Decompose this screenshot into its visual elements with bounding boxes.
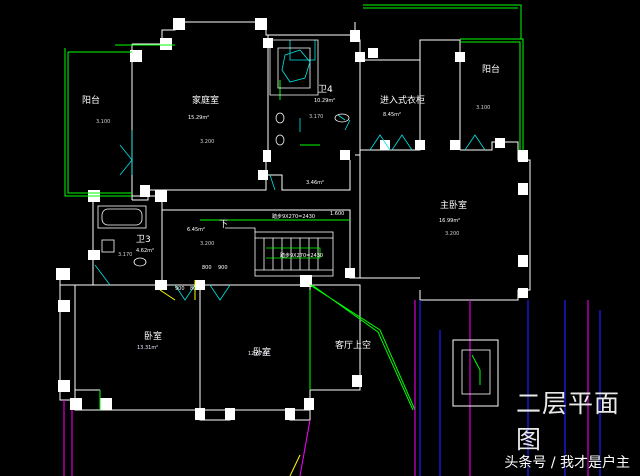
dimension-door-a: 900 — [175, 286, 185, 292]
drawing-title: 二层平面图 — [516, 389, 621, 454]
room-label-master-bedroom: 主卧室 — [440, 201, 468, 211]
stair — [254, 231, 334, 277]
room-label-down: 下 — [219, 220, 229, 230]
dimension-door-d: 900 — [218, 265, 228, 271]
elevation-master-bedroom: 3.200 — [445, 231, 460, 237]
dimension-stair-upper: 踏步9X270=2430 — [272, 214, 316, 220]
bathroom-fixtures — [97, 39, 350, 267]
elevation-landing: 3.200 — [200, 241, 215, 247]
watermark-text: 头条号 / 我才是户主 — [504, 455, 630, 471]
area-tag-wc3: 4.62m² — [136, 248, 155, 254]
room-label-living-void: 客厅上空 — [335, 341, 372, 351]
area-tag-wc4: 10.29m² — [314, 98, 336, 104]
room-label-wc3: 卫3 — [136, 235, 151, 245]
cyan-fixtures — [94, 40, 486, 301]
area-tag-family-room: 15.29m² — [188, 115, 210, 121]
area-tag-landing: 6.45m² — [187, 227, 206, 233]
yellow-lines — [159, 280, 301, 476]
room-label-bedroom-left: 卧室 — [144, 332, 163, 342]
stair-direction-arrow — [225, 227, 256, 232]
elevation-wc3: 3.170 — [118, 252, 133, 258]
column-blocks — [56, 18, 528, 420]
area-tag-bedroom-left: 13.31m² — [137, 345, 159, 351]
elevation-wc4: 3.170 — [309, 114, 324, 120]
elevation-balcony-left: 3.100 — [96, 119, 111, 125]
area-tag-master-bedroom: 16.99m² — [439, 218, 461, 224]
chimney-box — [452, 339, 499, 407]
dimension-door-b: 800 — [190, 286, 200, 292]
area-tag-corridor: 3.46m² — [306, 180, 325, 186]
room-label-bedroom-mid: 卧室 — [253, 348, 272, 358]
elevation-balcony-right: 3.100 — [476, 105, 491, 111]
dimension-stair-lower: 踏步9X270=2430 — [280, 253, 324, 259]
green-lines — [64, 4, 524, 411]
area-tag-walk-in-closet: 8.45m² — [383, 112, 402, 118]
room-label-balcony-left: 阳台 — [82, 96, 101, 106]
room-label-wc4: 卫4 — [318, 85, 333, 95]
elevation-family-room: 3.200 — [200, 139, 215, 145]
room-label-balcony-right: 阳台 — [482, 65, 501, 75]
magenta-lines — [63, 300, 589, 476]
room-label-family-room: 家庭室 — [192, 96, 220, 106]
room-label-walk-in-closet: 进入式衣柜 — [380, 96, 426, 106]
dimension-stair-right: 1.600 — [330, 211, 345, 217]
area-tag-bedroom-mid: 12.67m² — [248, 351, 270, 357]
blue-lines — [419, 300, 601, 476]
dimension-door-c: 800 — [202, 265, 212, 271]
